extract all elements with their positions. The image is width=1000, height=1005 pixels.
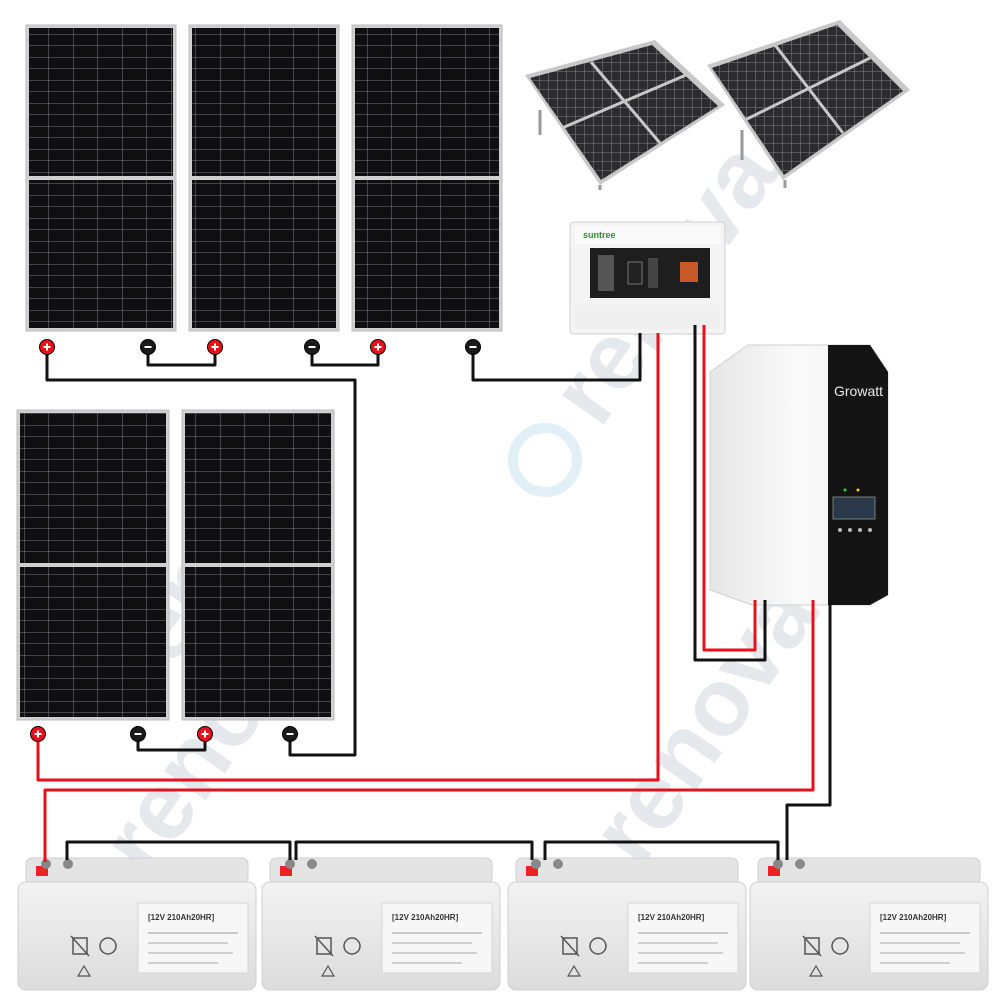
plus-terminal-icon <box>30 726 46 742</box>
battery: [12V 210Ah20HR] <box>17 857 257 991</box>
plus-terminal-icon <box>370 339 386 355</box>
battery-link-wire <box>294 840 534 860</box>
minus-terminal-icon <box>130 726 146 742</box>
negative-wire <box>45 348 357 757</box>
tilted-solar-panel <box>525 40 725 190</box>
inverter-lcd-display <box>832 496 876 520</box>
plus-terminal-icon <box>207 339 223 355</box>
minus-terminal-icon <box>282 726 298 742</box>
minus-terminal-icon <box>140 339 156 355</box>
negative-wire <box>471 333 642 382</box>
combiner-brand: suntree <box>583 230 616 240</box>
inverter-brand: Growatt <box>834 383 883 399</box>
plus-terminal-icon <box>197 726 213 742</box>
positive-wire <box>36 333 660 782</box>
positive-wire <box>702 325 757 652</box>
battery-link-wire <box>65 840 292 860</box>
minus-terminal-icon <box>465 339 481 355</box>
battery-link-wire <box>543 840 780 860</box>
positive-wire <box>43 600 815 862</box>
solar-panel <box>188 24 340 332</box>
combiner-box: suntree <box>569 221 726 335</box>
negative-wire <box>693 325 767 662</box>
battery-label: [12V 210Ah20HR] <box>638 913 705 922</box>
battery: [12V 210Ah20HR] <box>261 857 501 991</box>
solar-panel <box>25 24 177 332</box>
tilted-solar-panel <box>707 20 910 188</box>
negative-wire <box>146 348 217 367</box>
battery: [12V 210Ah20HR] <box>749 857 989 991</box>
negative-wire <box>310 348 380 367</box>
inverter: Growatt <box>709 344 889 606</box>
plus-terminal-icon <box>39 339 55 355</box>
battery: [12V 210Ah20HR] <box>507 857 747 991</box>
battery-label: [12V 210Ah20HR] <box>880 913 947 922</box>
solar-panel <box>351 24 503 332</box>
battery-label: [12V 210Ah20HR] <box>148 913 215 922</box>
negative-wire <box>785 600 832 860</box>
solar-panel <box>181 409 335 721</box>
wiring <box>36 325 832 862</box>
watermark-logo-icon <box>508 423 582 497</box>
battery-label: [12V 210Ah20HR] <box>392 913 459 922</box>
solar-panel <box>16 409 170 721</box>
minus-terminal-icon <box>304 339 320 355</box>
